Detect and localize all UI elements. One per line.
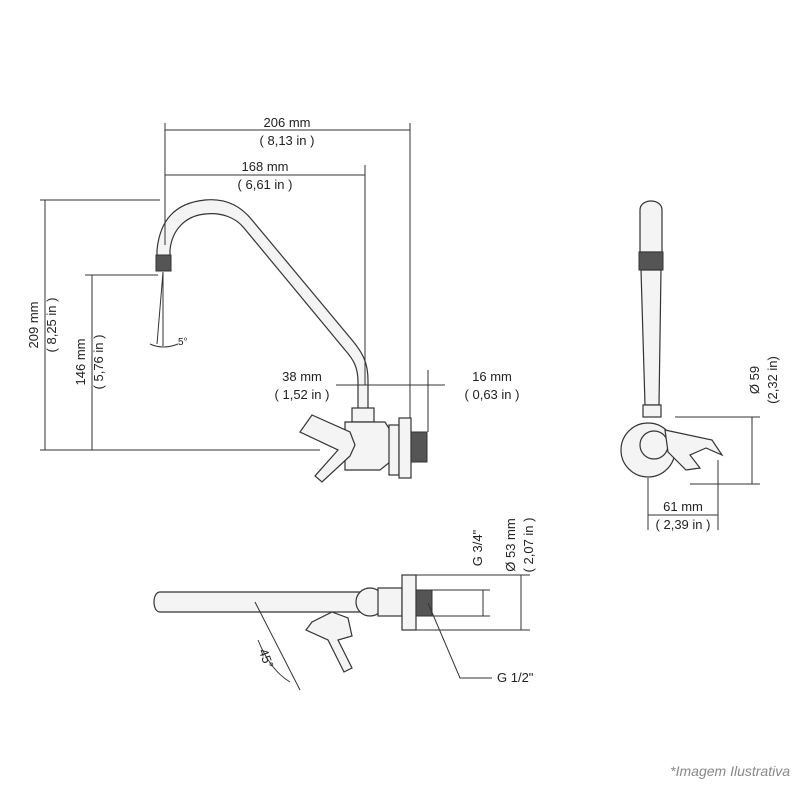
dim-width-total-in: ( 8,13 in )	[260, 133, 315, 148]
dim-flange-dia-in: (2,32 in)	[765, 356, 780, 404]
dim-thread-g12: G 1/2"	[497, 670, 534, 685]
dim-height-total-in: ( 8,25 in )	[44, 298, 59, 353]
side-spout	[640, 269, 662, 406]
side-view: Ø 59 (2,32 in) 61 mm ( 2,39 in )	[620, 200, 780, 532]
side-body	[639, 430, 669, 460]
dim-side-depth-in: ( 2,39 in )	[656, 517, 711, 532]
front-nut	[388, 424, 400, 476]
front-view: 206 mm ( 8,13 in ) 168 mm ( 6,61 in ) 20…	[26, 115, 520, 483]
dim-side-depth-mm: 61 mm	[663, 499, 703, 514]
front-handle	[299, 414, 356, 483]
side-spout-tip	[639, 200, 663, 253]
top-thread	[415, 589, 433, 617]
dim-width-total-mm: 206 mm	[264, 115, 311, 130]
top-spout	[153, 591, 363, 613]
top-view: 45° Ø 53 mm ( 2,07 in ) G 3/4" G 1/2"	[153, 518, 536, 691]
dim-reach-mm: 168 mm	[242, 159, 289, 174]
dim-body-in: ( 1,52 in )	[275, 387, 330, 402]
dim-reach-in: ( 6,61 in )	[238, 177, 293, 192]
dim-thread-g34: G 3/4"	[470, 529, 485, 566]
dim-height-total-mm: 209 mm	[26, 302, 41, 349]
top-flange	[401, 574, 417, 631]
top-body	[377, 587, 403, 617]
side-handle	[664, 429, 724, 471]
dim-top-dia-mm: Ø 53 mm	[503, 518, 518, 571]
dim-top-dia-in: ( 2,07 in )	[521, 518, 536, 573]
dim-thread-mm: 16 mm	[472, 369, 512, 384]
front-aerator	[155, 254, 172, 272]
front-flange	[398, 417, 412, 479]
dim-height-spout-mm: 146 mm	[73, 339, 88, 386]
dim-angle-spout: 5°	[178, 337, 188, 348]
dim-height-spout-in: ( 5,76 in )	[91, 335, 106, 390]
dim-thread-in: ( 0,63 in )	[465, 387, 520, 402]
illustrative-note: *Imagem Ilustrativa	[670, 763, 790, 779]
front-spout	[156, 199, 369, 411]
side-aerator	[638, 251, 664, 271]
top-handle	[305, 611, 353, 673]
dim-angle-handle: 45°	[256, 647, 277, 671]
dim-body-mm: 38 mm	[282, 369, 322, 384]
side-collar	[642, 404, 662, 418]
dim-flange-dia-mm: Ø 59	[747, 366, 762, 394]
front-collar	[351, 407, 375, 423]
front-thread	[410, 431, 428, 463]
